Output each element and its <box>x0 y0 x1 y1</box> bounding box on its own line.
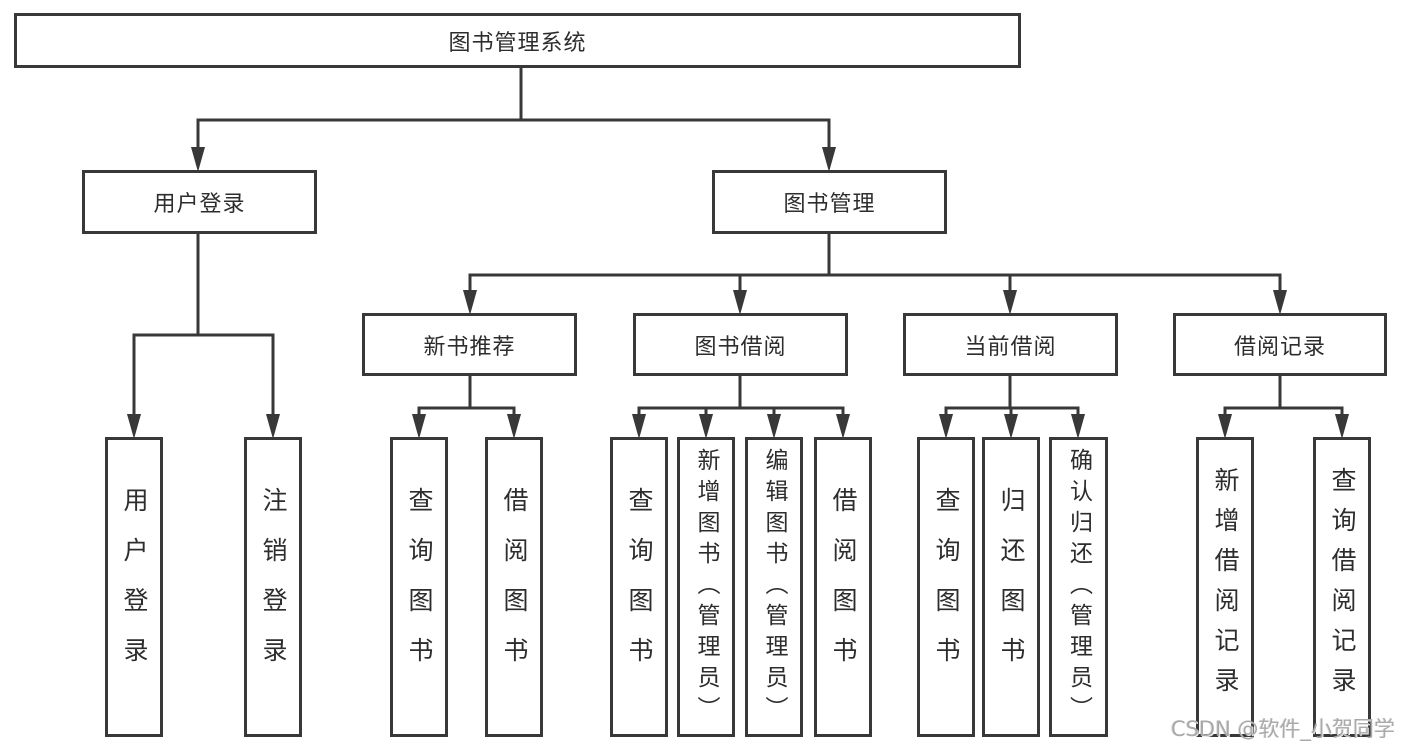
node-borrowing-records: 借阅记录 <box>1173 313 1387 376</box>
node-label: 查询图书 <box>625 487 654 687</box>
node-label: 查询借阅记录 <box>1328 467 1357 707</box>
node-label: 当前借阅 <box>964 334 1057 360</box>
node-label: 查询图书 <box>932 487 961 687</box>
leaf-add-borrow-record: 新增借阅记录 <box>1196 437 1254 737</box>
leaf-add-books-admin: 新增图书（管理员） <box>677 437 735 737</box>
leaf-confirm-return-admin: 确认归还（管理员） <box>1049 437 1108 737</box>
node-label: 借阅记录 <box>1233 334 1326 360</box>
node-label: 确认归还（管理员） <box>1065 447 1092 727</box>
node-label: 图书借阅 <box>694 334 787 360</box>
node-label: 用户登录 <box>153 192 246 217</box>
leaf-edit-books-admin: 编辑图书（管理员） <box>745 437 803 737</box>
node-label: 借阅图书 <box>500 487 529 687</box>
leaf-search-books-current: 查询图书 <box>917 437 975 737</box>
csdn-watermark: CSDN @软件_小贺同学 <box>1170 717 1395 741</box>
node-label: 归还图书 <box>997 487 1026 687</box>
node-label: 新增借阅记录 <box>1211 467 1240 707</box>
node-label: 查询图书 <box>405 487 434 687</box>
node-label: 编辑图书（管理员） <box>761 447 787 727</box>
node-label: 图书管理 <box>783 192 876 217</box>
node-label: 注销登录 <box>259 487 288 687</box>
node-new-book-recommendation: 新书推荐 <box>362 313 577 376</box>
node-current-borrowing: 当前借阅 <box>903 313 1118 376</box>
leaf-search-books-borrow: 查询图书 <box>610 437 668 737</box>
arrow-down-icons <box>127 147 1349 439</box>
leaf-user-login: 用户登录 <box>105 437 163 737</box>
node-book-borrowing: 图书借阅 <box>633 313 848 376</box>
node-label: 新增图书（管理员） <box>693 447 719 727</box>
leaf-borrow-books-recommend: 借阅图书 <box>485 437 543 737</box>
node-label: 用户登录 <box>120 487 149 687</box>
node-user-login: 用户登录 <box>82 170 317 234</box>
leaf-borrow-books: 借阅图书 <box>814 437 872 737</box>
node-label: 新书推荐 <box>423 334 516 360</box>
node-label: 图书管理系统 <box>448 30 587 56</box>
node-library-management-system: 图书管理系统 <box>14 13 1021 68</box>
node-book-management: 图书管理 <box>712 170 947 234</box>
leaf-search-borrow-record: 查询借阅记录 <box>1313 437 1371 737</box>
leaf-return-books: 归还图书 <box>982 437 1040 737</box>
leaf-logout: 注销登录 <box>244 437 302 737</box>
leaf-search-books-recommend: 查询图书 <box>390 437 448 737</box>
node-label: 借阅图书 <box>829 487 858 687</box>
